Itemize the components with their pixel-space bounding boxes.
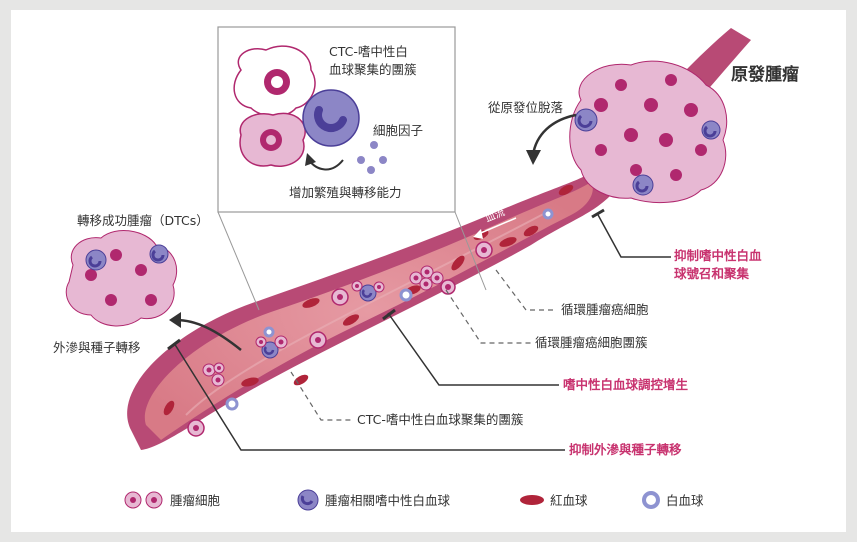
leader-lines: [167, 208, 671, 451]
legend: 腫瘤細胞 腫瘤相關嗜中性白血球 紅血球 白血球: [124, 489, 704, 511]
legend-tumor-cell-label: 腫瘤細胞: [170, 493, 221, 508]
legend-tan: 腫瘤相關嗜中性白血球: [297, 489, 451, 511]
detach-label: 從原發位脫落: [488, 100, 564, 115]
inhibit-extravasation-label: 抑制外滲與種子轉移: [569, 442, 682, 457]
arrows: [169, 113, 577, 351]
legend-tumor-cell: 腫瘤細胞: [124, 491, 221, 509]
inset-proliferation-label: 增加繁殖與轉移能力: [289, 185, 402, 200]
ctc-neutrophil-clusters-in-vessel: [255, 280, 385, 359]
inset-cytokine-label: 細胞因子: [373, 123, 423, 138]
legend-wbc-label: 白血球: [666, 493, 704, 508]
ctc-clusters: [202, 265, 444, 387]
dtc-label: 轉移成功腫瘤（DTCs）: [77, 213, 209, 228]
primary-tumor-label: 原發腫瘤: [731, 64, 799, 85]
white-blood-cells: [225, 208, 554, 411]
legend-rbc: 紅血球: [520, 493, 588, 508]
circulating-tumor-cells: [187, 241, 493, 437]
inhibit-recruit-label: 抑制嗜中性白血球號召和聚集: [674, 248, 762, 281]
ctc-label: 循環腫瘤癌細胞: [561, 302, 649, 317]
extravasation-label: 外滲與種子轉移: [53, 340, 141, 355]
primary-tumor: [569, 60, 728, 203]
legend-rbc-label: 紅血球: [550, 493, 588, 508]
inset-box: [217, 26, 487, 311]
diagram-frame: 血流 原發腫瘤 從原發位脫落 CTC-嗜中性白血球聚集的團簇 細胞因子 增加繁殖…: [11, 10, 846, 532]
dtc-tumor: [65, 230, 178, 327]
inset-cluster-label-text: CTC-嗜中性白血球聚集的團簇: [329, 44, 417, 77]
legend-wbc: 白血球: [642, 491, 704, 509]
inset-cluster-label: CTC-嗜中性白血球聚集的團簇: [329, 44, 417, 77]
ctc-neutro-cluster-label: CTC-嗜中性白血球聚集的團簇: [357, 412, 524, 427]
metastasis-diagram: 血流 原發腫瘤 從原發位脫落 CTC-嗜中性白血球聚集的團簇 細胞因子 增加繁殖…: [53, 26, 799, 511]
legend-tan-label: 腫瘤相關嗜中性白血球: [325, 493, 451, 508]
neutro-regulate-label: 嗜中性白血球調控增生: [563, 377, 689, 392]
ctc-cluster-label: 循環腫瘤癌細胞團簇: [535, 335, 648, 350]
